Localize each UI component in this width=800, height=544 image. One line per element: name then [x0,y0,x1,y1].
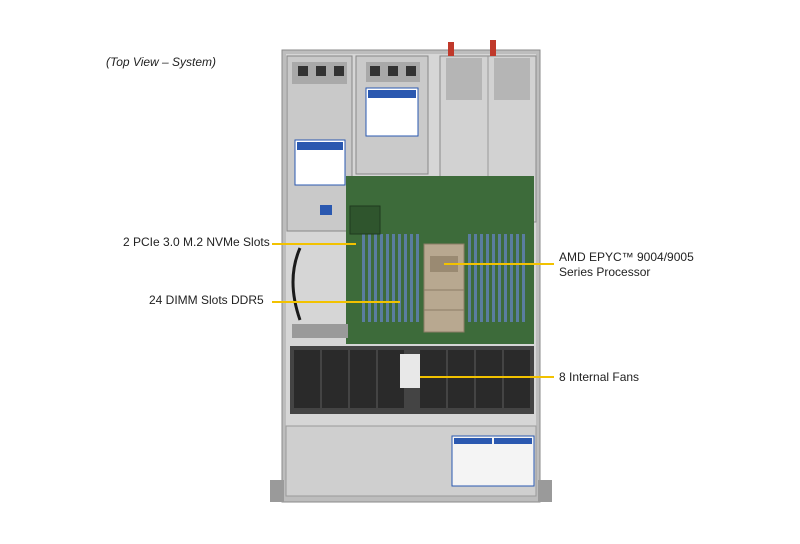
service-label [451,435,535,487]
leader-line-dimm [272,301,400,303]
callout-dimm-slots: 24 DIMM Slots DDR5 [149,293,264,307]
fan-row [290,346,534,414]
callout-processor: AMD EPYC™ 9004/9005 Series Processor [559,250,694,280]
view-caption: (Top View – System) [106,55,217,69]
callout-processor-line1: AMD EPYC™ 9004/9005 [559,250,694,264]
leader-line-fans [420,376,554,378]
callout-processor-line2: Series Processor [559,265,651,279]
callout-fans: 8 Internal Fans [559,370,640,384]
leader-line-m2 [272,243,356,245]
dimm-bank-left [362,234,419,322]
m2-slots [349,205,381,235]
callout-m2-slots: 2 PCIe 3.0 M.2 NVMe Slots [123,235,270,249]
leader-line-cpu [444,263,554,265]
dimm-bank-right [468,234,525,322]
